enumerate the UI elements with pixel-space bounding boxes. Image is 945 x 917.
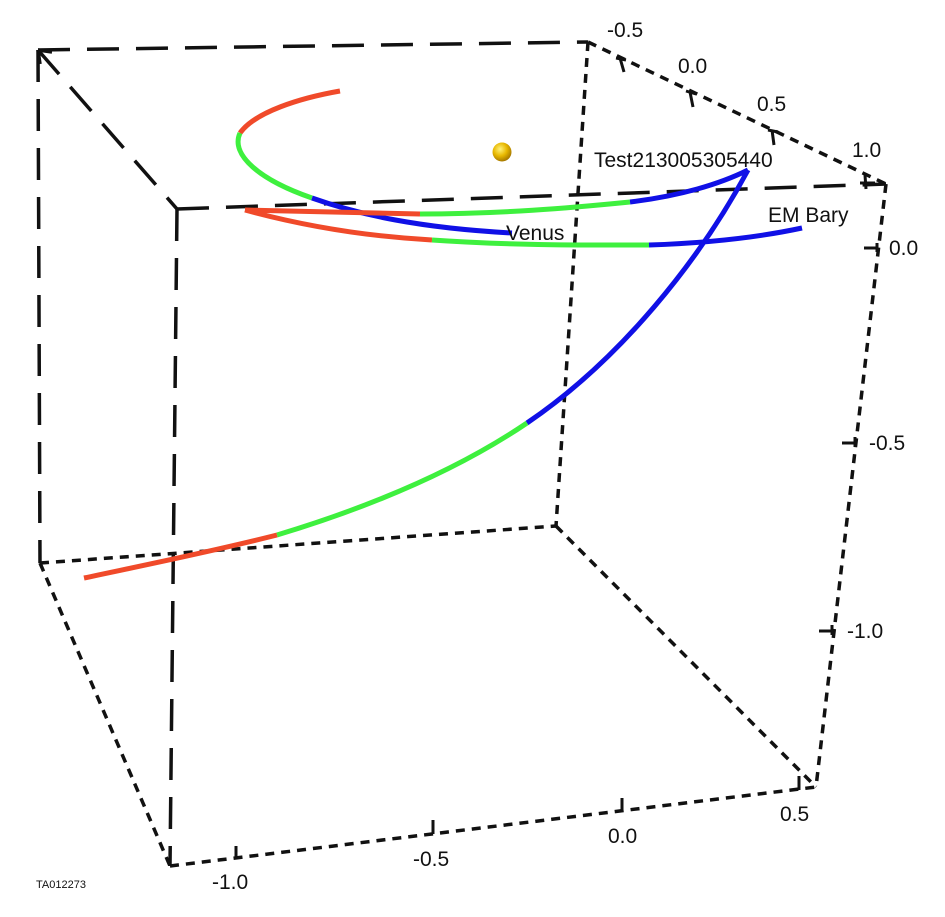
em-bary-blue-segment: [648, 225, 803, 248]
right-axis-label-1: -0.5: [869, 432, 905, 455]
sun-icon: [492, 142, 512, 162]
right-axis-label-2: -1.0: [847, 620, 883, 643]
spacecraft-upper-red-segment: [244, 207, 421, 217]
spacecraft-upper-blue-segment: [629, 167, 750, 205]
venus-orbit-blue-segment: [311, 195, 513, 236]
bottom-axis-label-3: 0.5: [780, 803, 809, 826]
box-edge-top-right: [587, 40, 887, 186]
venus-label: Venus: [506, 222, 564, 245]
em-bary-orbit: [244, 207, 803, 248]
venus-orbit-green-segment: [235, 131, 313, 201]
tick-top-0: [685, 89, 697, 108]
box-edge-inner-vertical: [554, 41, 590, 527]
box-edge-bottom-front: [169, 785, 817, 868]
spacecraft-lower-blue-segment: [525, 168, 751, 426]
bottom-axis-label-1: -0.5: [413, 848, 449, 871]
spacecraft-lower-green-segment: [276, 420, 529, 538]
box-edges-front: [38, 40, 888, 868]
box-edges-back: [36, 40, 887, 867]
bottom-axis-label-0: -1.0: [212, 871, 248, 894]
box-edge-bottom-left-diagonal: [38, 562, 172, 867]
corner-arrow-icon: [36, 48, 53, 65]
box-edge-top-left-diagonal: [36, 48, 179, 211]
tick-right-minus05: [842, 437, 857, 447]
box-edge-inner-bottom-right: [554, 524, 818, 789]
tick-right-0: [864, 243, 879, 252]
top-axis-label-2: 0.5: [757, 93, 786, 116]
box-edge-top-back: [37, 40, 589, 52]
axis-ticks: [234, 56, 879, 859]
box-edge-inner-bottom-left: [39, 524, 557, 565]
figure-id-label: TA012273: [36, 879, 86, 891]
box-edge-left-front-vertical: [168, 208, 179, 867]
spacecraft-upper-green-segment: [419, 199, 631, 217]
em-bary-green-segment: [431, 237, 650, 248]
tick-right-minus10: [819, 625, 834, 635]
box-edge-top-front: [176, 182, 887, 211]
spacecraft-trajectory-upper: [244, 167, 750, 217]
tick-top-minus05: [615, 56, 627, 73]
em-bary-label: EM Bary: [768, 204, 849, 227]
venus-orbit: [235, 88, 513, 236]
tick-top-05: [767, 128, 779, 146]
spacecraft-label: Test213005305440: [594, 149, 773, 172]
top-axis-label-0: -0.5: [607, 19, 643, 42]
box-edge-left-back-vertical: [36, 49, 42, 564]
top-axis-label-1: 0.0: [678, 55, 707, 78]
spacecraft-lower-red-segment: [83, 532, 278, 581]
tick-top-10: [860, 174, 875, 190]
em-bary-red-segment: [244, 207, 433, 243]
right-axis-label-0: 0.0: [889, 237, 918, 260]
box-edge-right-vertical: [814, 183, 888, 788]
top-axis-label-3: 1.0: [852, 139, 881, 162]
bottom-axis-label-2: 0.0: [608, 825, 637, 848]
spacecraft-trajectory-lower: [83, 168, 751, 581]
venus-orbit-red-segment: [237, 88, 341, 135]
